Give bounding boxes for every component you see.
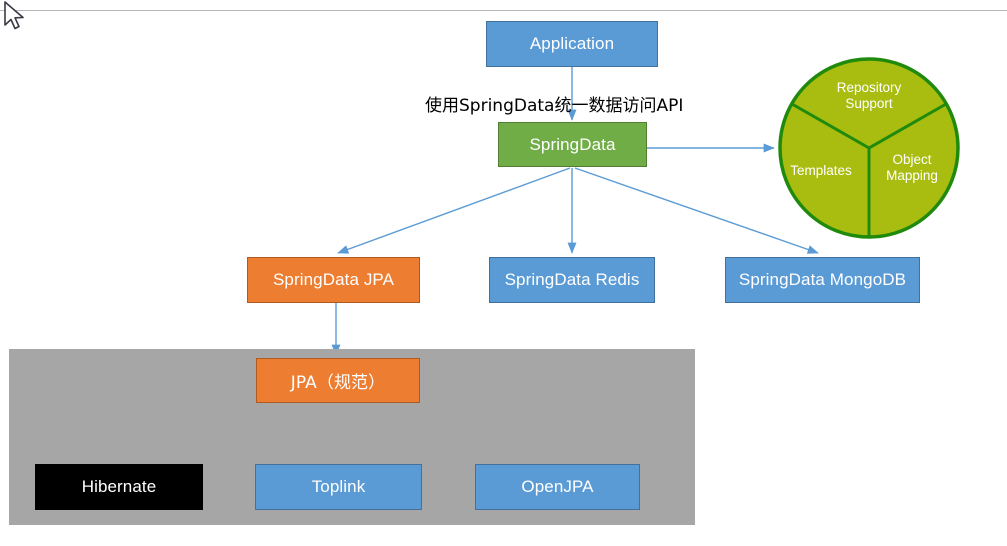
node-application[interactable]: Application <box>486 21 658 67</box>
pie-slice-label-object-mapping: Object Mapping <box>886 152 938 183</box>
node-openjpa[interactable]: OpenJPA <box>475 464 640 510</box>
edge-label-application-to-springdata: 使用SpringData统一数据访问API <box>425 96 684 116</box>
node-springdata-jpa[interactable]: SpringData JPA <box>247 257 420 303</box>
node-springdata-redis[interactable]: SpringData Redis <box>489 257 655 303</box>
node-springdata[interactable]: SpringData <box>498 122 647 167</box>
top-divider-rule <box>0 10 1007 11</box>
node-hibernate[interactable]: Hibernate <box>35 464 203 510</box>
node-jpa-specification[interactable]: JPA（规范） <box>256 358 420 403</box>
edge-springdata-to-mongodb <box>574 167 819 254</box>
pie-divider-3 <box>791 102 870 150</box>
node-toplink[interactable]: Toplink <box>255 464 422 510</box>
pie-slice-label-templates: Templates <box>790 163 852 178</box>
edge-springdata-to-jpa <box>337 167 571 254</box>
node-springdata-mongodb[interactable]: SpringData MongoDB <box>725 257 920 303</box>
pie-slice-label-repository-support: Repository Support <box>836 80 902 111</box>
pie-chart <box>778 57 960 239</box>
pie-divider-2 <box>868 102 947 150</box>
